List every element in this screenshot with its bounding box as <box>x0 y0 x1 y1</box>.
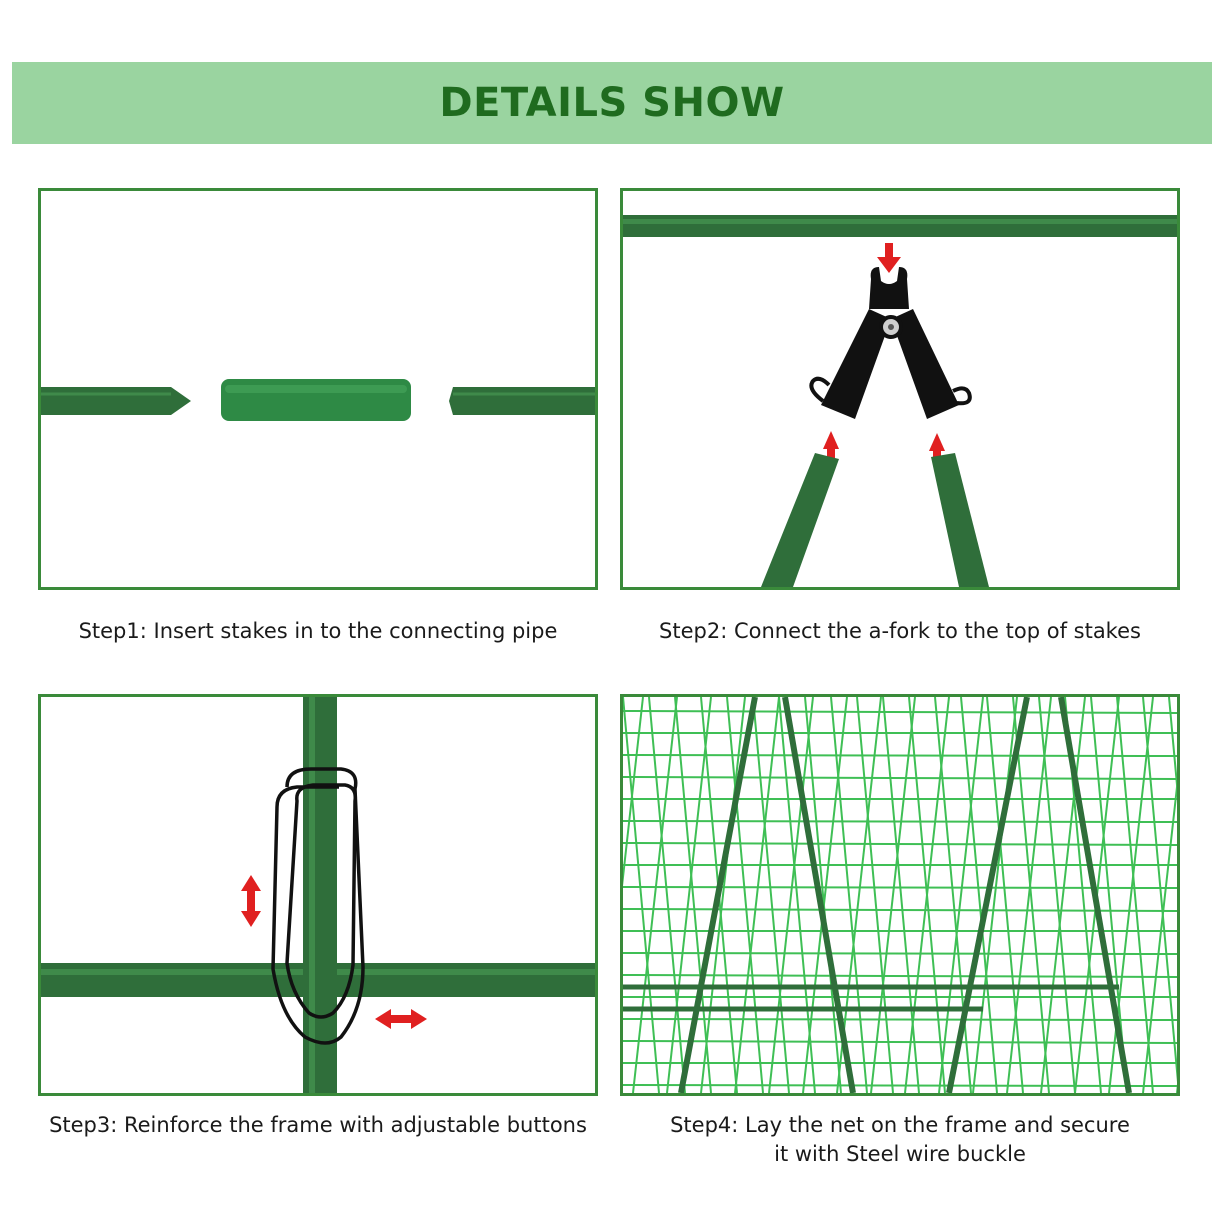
left-stake <box>41 387 191 415</box>
stakes-and-pipe-illustration <box>41 379 595 421</box>
net-strand <box>778 697 816 1093</box>
net-strand <box>960 697 998 1093</box>
hook-right <box>952 386 972 406</box>
step4-caption-line1: Step4: Lay the net on the frame and secu… <box>670 1113 1130 1137</box>
step2-image <box>620 188 1180 590</box>
net-strand <box>726 697 764 1093</box>
right-stake <box>449 387 595 415</box>
net-strand <box>1006 697 1052 1093</box>
net-strand <box>904 697 950 1093</box>
net-strand <box>1040 697 1086 1093</box>
net-strand <box>1038 697 1076 1093</box>
net-strand <box>1090 697 1128 1093</box>
arrow-vertical-icon <box>241 875 261 927</box>
net-strand <box>623 842 1177 846</box>
stake-right <box>931 453 989 587</box>
net-strand <box>648 697 686 1093</box>
fork-arm-right <box>891 309 959 419</box>
net-strand <box>623 697 660 1093</box>
net-strand <box>632 697 678 1093</box>
net-strand <box>623 908 1177 912</box>
arrow-up-left-icon <box>823 431 839 461</box>
header-banner: DETAILS SHOW <box>12 62 1212 144</box>
hook-left <box>809 376 831 403</box>
page-title: DETAILS SHOW <box>439 80 785 126</box>
arrow-horizontal-icon <box>375 1009 427 1029</box>
fork-clip <box>869 267 909 309</box>
wire-clip-illustration <box>41 697 595 1093</box>
net-strand <box>623 952 1177 955</box>
net-strand <box>674 697 712 1093</box>
step3-caption: Step3: Reinforce the frame with adjustab… <box>49 1113 587 1137</box>
net-strand <box>804 697 842 1093</box>
net-strand <box>856 697 894 1093</box>
net-strand <box>802 697 848 1093</box>
step1-image <box>38 188 598 590</box>
step4-image <box>620 694 1180 1096</box>
net-strand <box>986 697 1024 1093</box>
net-strand <box>623 710 1177 714</box>
top-stake <box>623 215 1177 237</box>
net-strand <box>938 697 984 1093</box>
steel-wire-buckle <box>271 767 365 1045</box>
vertical-stake <box>303 697 337 1093</box>
net-strand <box>1168 697 1177 797</box>
net-strand <box>623 820 1177 823</box>
net-strand <box>870 697 916 1093</box>
net-strand <box>830 697 868 1093</box>
frame-stakes <box>678 697 1132 1093</box>
net-strand <box>1012 697 1050 1093</box>
a-fork-illustration <box>623 215 1177 587</box>
net-strand <box>734 697 780 1093</box>
fork-arm-left <box>821 309 891 419</box>
step4-caption: Step4: Lay the net on the frame and secu… <box>610 1111 1190 1169</box>
net-strand <box>623 776 1177 780</box>
step3-image <box>38 694 598 1096</box>
net-strand <box>666 697 712 1093</box>
net-strand <box>623 1040 1177 1044</box>
net-strand <box>623 697 644 887</box>
step1-caption: Step1: Insert stakes in to the connectin… <box>78 619 558 643</box>
frame-crossbars <box>623 984 1119 1012</box>
net-strand <box>623 974 1177 978</box>
net-strand <box>768 697 814 1093</box>
net-strand <box>700 697 746 1093</box>
trellis-net-illustration <box>623 697 1177 1093</box>
step4-caption-line2: it with Steel wire buckle <box>774 1142 1026 1166</box>
net-strand <box>1142 697 1177 1083</box>
stake-left <box>761 453 839 587</box>
step2-caption: Step2: Connect the a-fork to the top of … <box>659 619 1141 643</box>
net-strand <box>623 1018 1177 1021</box>
net-strand <box>623 1084 1177 1087</box>
arrow-down-icon <box>877 243 901 273</box>
net-strand <box>623 754 1177 757</box>
net-strand <box>1142 777 1177 1093</box>
net-strand <box>972 697 1018 1093</box>
net-strand <box>1116 697 1154 1093</box>
net-strand <box>752 697 790 1093</box>
